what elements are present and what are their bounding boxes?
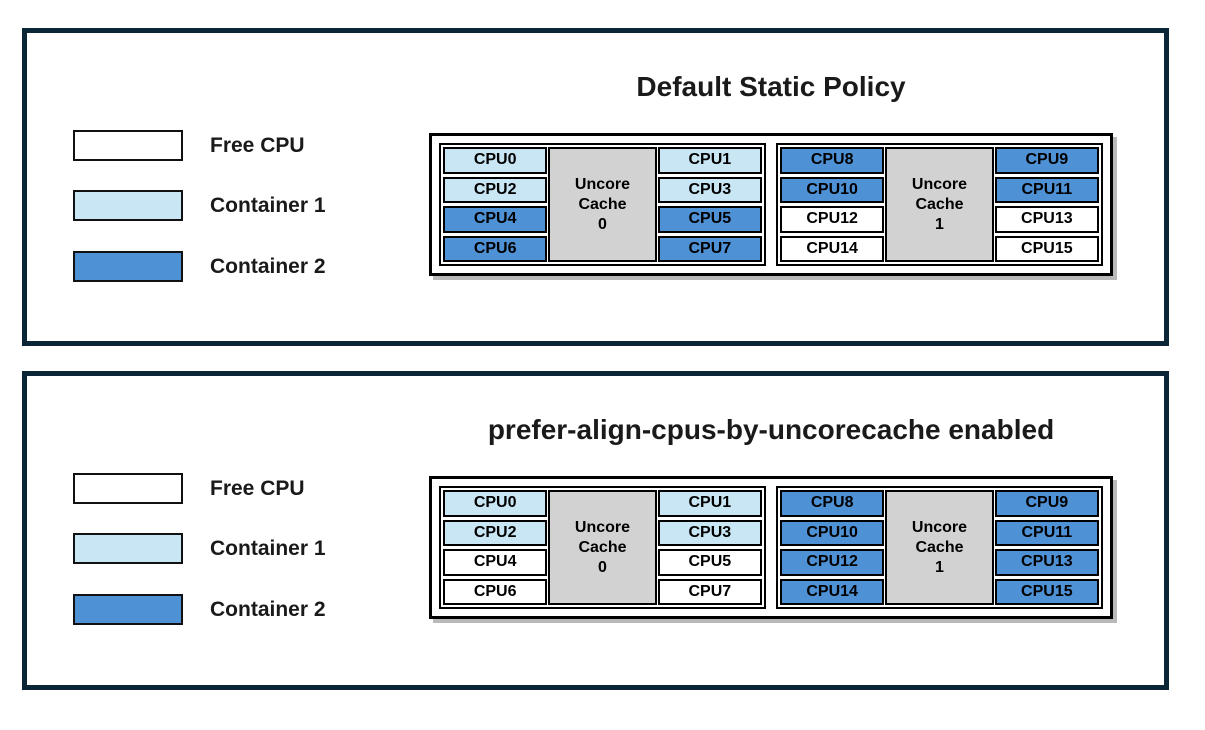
legend-swatch-free-cpu <box>73 130 183 161</box>
cpu-cell-cpu10: CPU10 <box>780 176 885 203</box>
panel-title: prefer-align-cpus-by-uncorecache enabled <box>487 414 1055 445</box>
legend-row-container-2: Container 2 <box>73 251 326 282</box>
cpu-cell-cpu5: CPU5 <box>657 549 762 576</box>
cpu-cell-cpu15: CPU15 <box>994 578 1099 605</box>
legend-swatch-container-1 <box>73 190 183 221</box>
cpu-cell-cpu13: CPU13 <box>994 206 1099 233</box>
cpu-cell-cpu8: CPU8 <box>780 490 885 517</box>
cpu-cell-cpu1: CPU1 <box>657 147 762 174</box>
legend-row-free-cpu: Free CPU <box>73 473 305 504</box>
cpu-cell-cpu14: CPU14 <box>780 578 885 605</box>
legend-label: Container 1 <box>210 193 326 217</box>
cpu-cell-cpu3: CPU3 <box>657 519 762 546</box>
cpu-cell-cpu11: CPU11 <box>994 519 1099 546</box>
uncore-cache-1-box: Uncore Cache 1 <box>885 490 994 605</box>
cpu-cell-cpu13: CPU13 <box>994 549 1099 576</box>
cpu-cell-cpu9: CPU9 <box>994 490 1099 517</box>
uncore-cache-1-box: Uncore Cache 1 <box>885 147 994 262</box>
cpu-cell-cpu0: CPU0 <box>443 490 548 517</box>
cpu-cell-cpu3: CPU3 <box>657 176 762 203</box>
panel-title: Default Static Policy <box>636 71 906 102</box>
legend-row-free-cpu: Free CPU <box>73 130 305 161</box>
cpu-cell-cpu12: CPU12 <box>780 549 885 576</box>
legend-label: Free CPU <box>210 133 305 157</box>
legend-swatch-free-cpu <box>73 473 183 504</box>
legend-label: Container 2 <box>210 597 326 621</box>
cpu-cell-cpu14: CPU14 <box>780 235 885 262</box>
cpu-cell-cpu7: CPU7 <box>657 235 762 262</box>
cpu-cell-cpu9: CPU9 <box>994 147 1099 174</box>
legend-row-container-1: Container 1 <box>73 533 326 564</box>
legend-swatch-container-1 <box>73 533 183 564</box>
uncore-cache-0-box: Uncore Cache 0 <box>548 490 657 605</box>
panel-prefer-align-uncorecache: prefer-align-cpus-by-uncorecache enabled… <box>22 371 1169 690</box>
legend-swatch-container-2 <box>73 594 183 625</box>
cpu-cell-cpu6: CPU6 <box>443 578 548 605</box>
legend-label: Container 2 <box>210 254 326 278</box>
legend-swatch-container-2 <box>73 251 183 282</box>
legend-row-container-1: Container 1 <box>73 190 326 221</box>
cpu-cell-cpu2: CPU2 <box>443 519 548 546</box>
cpu-cell-cpu4: CPU4 <box>443 206 548 233</box>
uncore-cache-0-box: Uncore Cache 0 <box>548 147 657 262</box>
cpu-cell-cpu7: CPU7 <box>657 578 762 605</box>
cpu-cell-cpu5: CPU5 <box>657 206 762 233</box>
cpu-cell-cpu0: CPU0 <box>443 147 548 174</box>
cpu-cell-cpu15: CPU15 <box>994 235 1099 262</box>
legend-row-container-2: Container 2 <box>73 594 326 625</box>
legend-label: Free CPU <box>210 476 305 500</box>
cpu-cell-cpu10: CPU10 <box>780 519 885 546</box>
cpu-cell-cpu11: CPU11 <box>994 176 1099 203</box>
legend-label: Container 1 <box>210 536 326 560</box>
cpu-cell-cpu6: CPU6 <box>443 235 548 262</box>
cpu-cell-cpu1: CPU1 <box>657 490 762 517</box>
panel-default-static-policy: Default Static Policy Free CPU Container… <box>22 28 1169 346</box>
cpu-cell-cpu2: CPU2 <box>443 176 548 203</box>
cpu-cell-cpu12: CPU12 <box>780 206 885 233</box>
cpu-cell-cpu4: CPU4 <box>443 549 548 576</box>
cpu-cell-cpu8: CPU8 <box>780 147 885 174</box>
